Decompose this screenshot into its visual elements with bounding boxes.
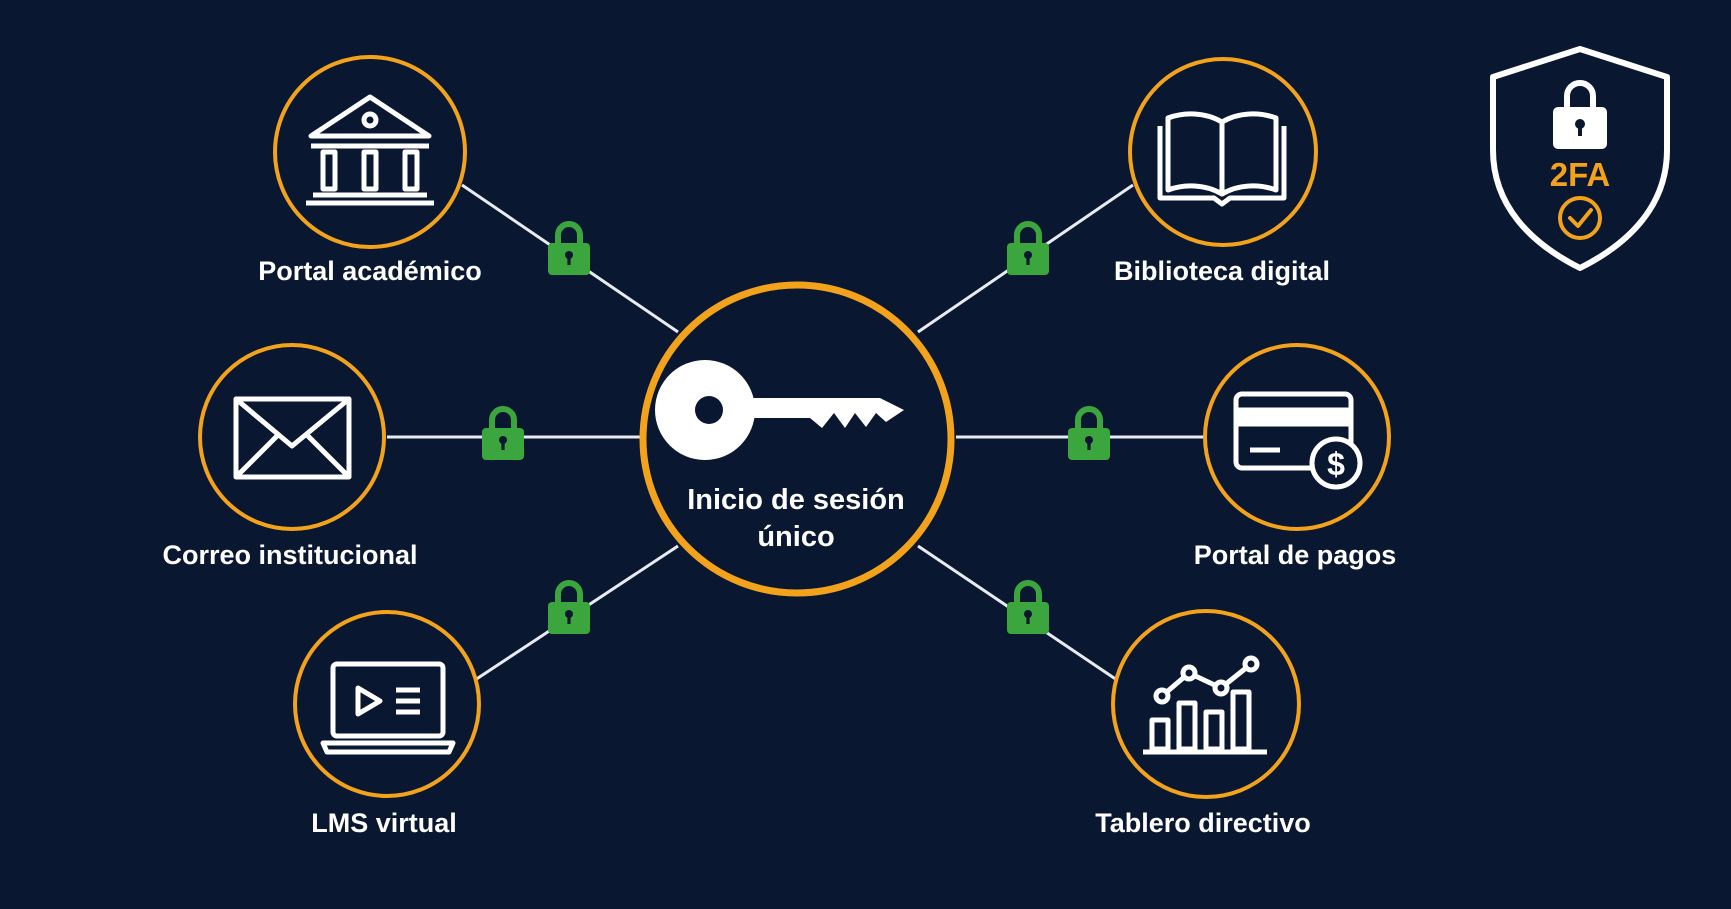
node-tablero-directivo[interactable] <box>1111 609 1301 799</box>
chart-icon <box>1143 655 1267 755</box>
lock-icon <box>1068 406 1110 460</box>
node-label-lms-virtual: LMS virtual <box>311 808 457 838</box>
node-label-biblioteca-digital: Biblioteca digital <box>1113 256 1331 286</box>
lock-icon <box>1007 221 1049 275</box>
node-biblioteca-digital[interactable] <box>1128 57 1318 247</box>
bank-icon <box>306 94 434 206</box>
node-label-portal-pagos: Portal de pagos <box>1193 540 1397 570</box>
node-lms-virtual[interactable] <box>293 610 481 798</box>
video-laptop-icon <box>320 661 456 755</box>
shield-lock-icon <box>1490 46 1670 271</box>
lock-icon <box>548 221 590 275</box>
node-label-portal-academico: Portal académico <box>258 256 482 286</box>
center-node <box>639 281 955 597</box>
center-title: Inicio de sesión único <box>666 482 926 556</box>
center-title-line1: Inicio de sesión <box>687 484 905 516</box>
node-correo-institucional[interactable] <box>198 343 386 531</box>
lock-icon <box>482 406 524 460</box>
check-circle-icon <box>1558 196 1602 240</box>
node-label-tablero-directivo: Tablero directivo <box>1095 808 1311 838</box>
lock-icon <box>1007 580 1049 634</box>
envelope-icon <box>233 396 352 480</box>
badge-text: 2FA <box>1550 156 1611 193</box>
key-icon <box>655 360 904 460</box>
lock-icon <box>548 580 590 634</box>
center-title-line2: único <box>757 521 835 553</box>
node-portal-academico[interactable] <box>273 55 467 249</box>
book-icon <box>1157 111 1287 207</box>
card-payment-icon <box>1233 391 1363 490</box>
node-portal-pagos[interactable]: $ <box>1203 343 1391 531</box>
node-label-correo-institucional: Correo institucional <box>162 540 418 570</box>
dollar-icon: $ <box>1327 446 1345 482</box>
